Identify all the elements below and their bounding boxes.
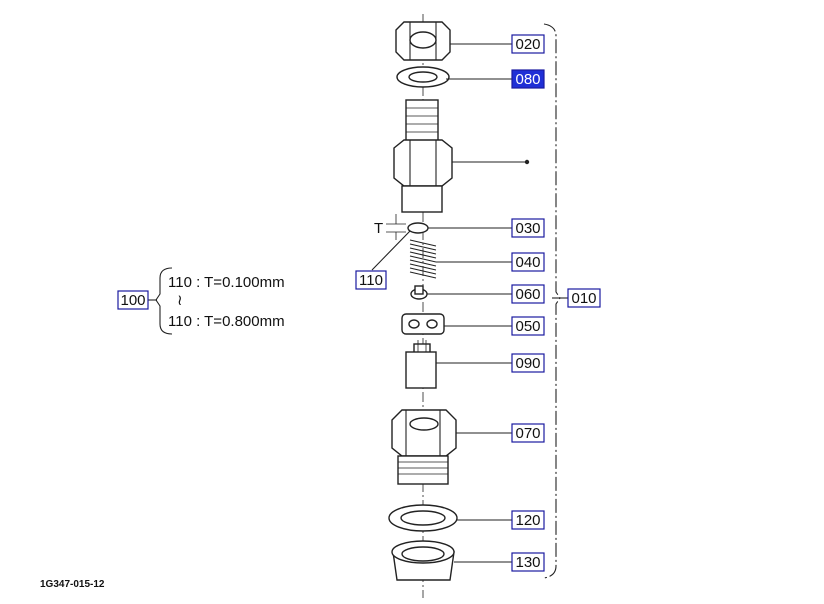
part-label-080[interactable]: 080 xyxy=(511,69,545,89)
retaining-nut-070-part xyxy=(391,409,457,485)
svg-text:110: 110 xyxy=(359,272,383,289)
pin-060-part xyxy=(410,285,428,300)
nut-020-part xyxy=(395,21,451,61)
shim-030-part xyxy=(407,222,429,234)
part-label-010[interactable]: 010 xyxy=(567,288,601,308)
seal-130-part xyxy=(391,540,455,581)
spacer-050-part xyxy=(401,313,445,335)
part-label-130[interactable]: 130 xyxy=(511,552,545,572)
part-label-090[interactable]: 090 xyxy=(511,353,545,373)
part-label-120[interactable]: 120 xyxy=(511,510,545,530)
svg-text:080: 080 xyxy=(515,71,540,88)
part-label-050[interactable]: 050 xyxy=(511,316,545,336)
thickness-marker: T xyxy=(374,214,406,240)
svg-text:130: 130 xyxy=(515,554,540,571)
svg-text:100: 100 xyxy=(120,292,145,309)
svg-text:090: 090 xyxy=(515,355,540,372)
figure-code: 1G347-015-12 xyxy=(40,579,105,590)
gasket-120-part xyxy=(388,504,458,532)
svg-text:030: 030 xyxy=(515,220,540,237)
svg-text:070: 070 xyxy=(515,425,540,442)
svg-text:020: 020 xyxy=(515,36,540,53)
svg-text:010: 010 xyxy=(571,290,596,307)
spring-040-part xyxy=(409,239,437,279)
svg-text:050: 050 xyxy=(515,318,540,335)
thickness-symbol: T xyxy=(374,220,383,237)
range-separator: ≀ xyxy=(177,292,183,309)
svg-text:060: 060 xyxy=(515,286,540,303)
part-label-030[interactable]: 030 xyxy=(511,218,545,238)
part-label-060[interactable]: 060 xyxy=(511,284,545,304)
svg-text:040: 040 xyxy=(515,254,540,271)
shim-range-brace xyxy=(155,267,173,335)
svg-text:120: 120 xyxy=(515,512,540,529)
washer-080-part xyxy=(396,66,450,88)
part-label-020[interactable]: 020 xyxy=(511,34,545,54)
leader-lines xyxy=(148,43,568,563)
assembly-bracket xyxy=(543,23,561,579)
part-label-040[interactable]: 040 xyxy=(511,252,545,272)
shim-max-note: 110 : T=0.800mm xyxy=(168,313,285,330)
nozzle-090-part xyxy=(405,340,437,389)
part-label-070[interactable]: 070 xyxy=(511,423,545,443)
part-label-110[interactable]: 110 xyxy=(355,270,387,290)
shim-min-note: 110 : T=0.100mm xyxy=(168,274,285,291)
injector-body-part xyxy=(393,99,453,213)
part-label-100[interactable]: 100 xyxy=(117,290,149,310)
